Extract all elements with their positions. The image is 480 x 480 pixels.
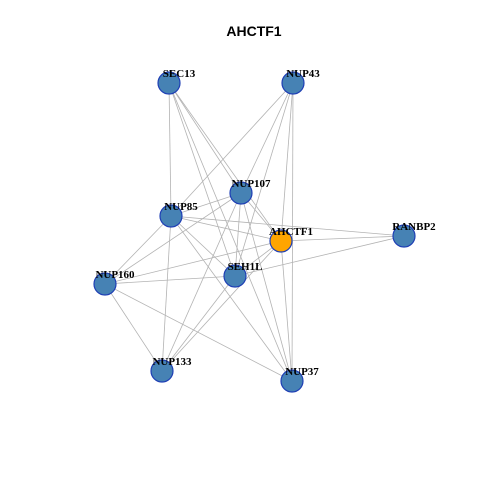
edge-ahctf1-ranbp2 xyxy=(280,235,405,242)
node-ahctf1 xyxy=(269,229,293,253)
node-nup37 xyxy=(280,369,304,393)
node-label-nup85: NUP85 xyxy=(164,201,198,213)
node-nup107 xyxy=(229,181,253,205)
edge-nup43-nup37 xyxy=(291,82,294,382)
edge-ranbp2-seh1l xyxy=(234,235,405,277)
node-nup43 xyxy=(281,71,305,95)
edge-sec13-ahctf1 xyxy=(168,82,282,242)
node-label-nup43: NUP43 xyxy=(286,68,320,80)
edge-sec13-nup85 xyxy=(168,82,172,217)
node-nup85 xyxy=(159,204,183,228)
edges-layer xyxy=(104,82,405,382)
graph-title: AHCTF1 xyxy=(226,23,281,39)
edge-nup160-nup37 xyxy=(104,283,293,382)
node-label-nup107: NUP107 xyxy=(231,178,271,190)
edge-nup43-nup107 xyxy=(240,82,294,194)
node-label-nup160: NUP160 xyxy=(95,269,135,281)
edge-nup43-seh1l xyxy=(234,82,294,277)
edge-nup107-nup133 xyxy=(161,192,242,372)
node-label-sec13: SEC13 xyxy=(163,68,196,80)
edge-nup160-nup133 xyxy=(104,283,163,372)
edge-nup107-nup160 xyxy=(104,192,242,285)
edge-sec13-seh1l xyxy=(168,82,236,277)
edge-nup85-nup37 xyxy=(170,215,293,382)
edge-nup107-nup85 xyxy=(170,192,242,217)
edge-nup85-seh1l xyxy=(170,215,236,277)
node-label-nup37: NUP37 xyxy=(285,366,319,378)
edge-nup107-nup37 xyxy=(240,192,293,382)
node-label-ranbp2: RANBP2 xyxy=(392,221,436,233)
edge-nup85-ahctf1 xyxy=(170,215,282,242)
edge-nup43-nup85 xyxy=(170,82,294,217)
node-nup160 xyxy=(93,272,117,296)
node-nup133 xyxy=(150,359,174,383)
edge-nup85-nup160 xyxy=(104,215,172,285)
edge-nup43-ahctf1 xyxy=(280,82,294,242)
nodes-layer xyxy=(93,71,416,393)
edge-sec13-nup37 xyxy=(168,82,293,382)
node-label-seh1l: SEH1L xyxy=(228,261,263,273)
node-label-ahctf1: AHCTF1 xyxy=(269,226,313,238)
edge-ahctf1-nup133 xyxy=(161,240,282,372)
edge-nup107-seh1l xyxy=(234,192,242,277)
edge-nup85-ranbp2 xyxy=(170,215,405,237)
node-label-nup133: NUP133 xyxy=(152,356,192,368)
edge-seh1l-nup133 xyxy=(161,275,236,372)
edge-seh1l-nup160 xyxy=(104,275,236,285)
edge-sec13-nup107 xyxy=(168,82,242,194)
edge-nup85-nup133 xyxy=(161,215,172,372)
edge-ahctf1-nup160 xyxy=(104,240,282,285)
node-ranbp2 xyxy=(392,224,416,248)
node-seh1l xyxy=(223,264,247,288)
node-sec13 xyxy=(157,71,181,95)
